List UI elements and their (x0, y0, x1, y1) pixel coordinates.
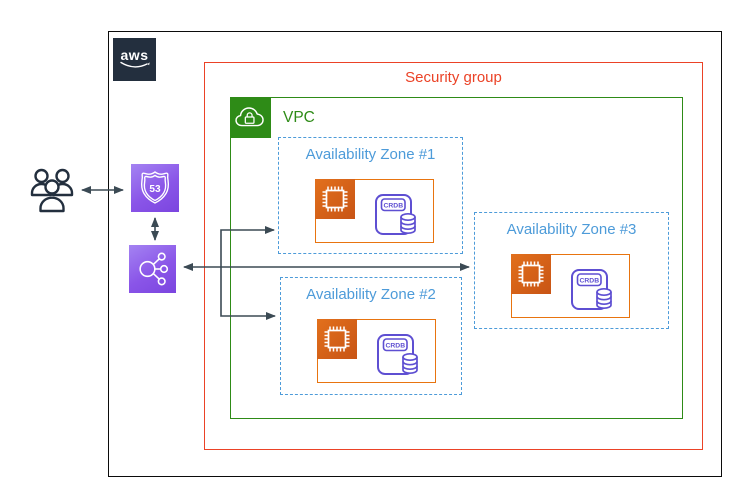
users-icon (28, 165, 76, 215)
vpc-cloud-lock-icon (229, 96, 271, 138)
route53-icon: 53 (131, 164, 179, 212)
route53-badge-text: 53 (149, 184, 161, 195)
crdb-label: CRDB (579, 277, 599, 284)
aws-logo-text: aws (120, 46, 149, 63)
availability-zone-2: Availability Zone #2 CRDB (280, 277, 462, 395)
crdb-label: CRDB (383, 202, 403, 209)
ec2-instance-icon (314, 178, 355, 219)
aws-smile-icon (119, 61, 150, 68)
aws-cloud-boundary (108, 31, 722, 477)
instance-group-az2: CRDB (316, 318, 436, 383)
security-group-label: Security group (405, 69, 502, 86)
vpc-label: VPC (283, 109, 315, 126)
aws-logo: aws (113, 38, 156, 81)
crdb-label: CRDB (385, 342, 405, 349)
instance-group-az1: CRDB (314, 178, 434, 243)
ec2-instance-icon (316, 318, 357, 359)
crdb-database-icon: CRDB (570, 268, 614, 312)
availability-zone-2-label: Availability Zone #2 (306, 286, 436, 303)
ec2-instance-icon (510, 253, 551, 294)
availability-zone-3-label: Availability Zone #3 (506, 221, 637, 238)
availability-zone-3: Availability Zone #3 CRDB (474, 212, 669, 329)
crdb-database-icon: CRDB (374, 193, 418, 237)
instance-group-az3: CRDB (510, 253, 630, 318)
elastic-load-balancer-icon (129, 245, 176, 293)
availability-zone-1-label: Availability Zone #1 (305, 146, 436, 163)
crdb-database-icon: CRDB (376, 333, 420, 377)
availability-zone-1: Availability Zone #1 CRDB (278, 137, 463, 254)
security-group-boundary: Security group (204, 62, 703, 450)
